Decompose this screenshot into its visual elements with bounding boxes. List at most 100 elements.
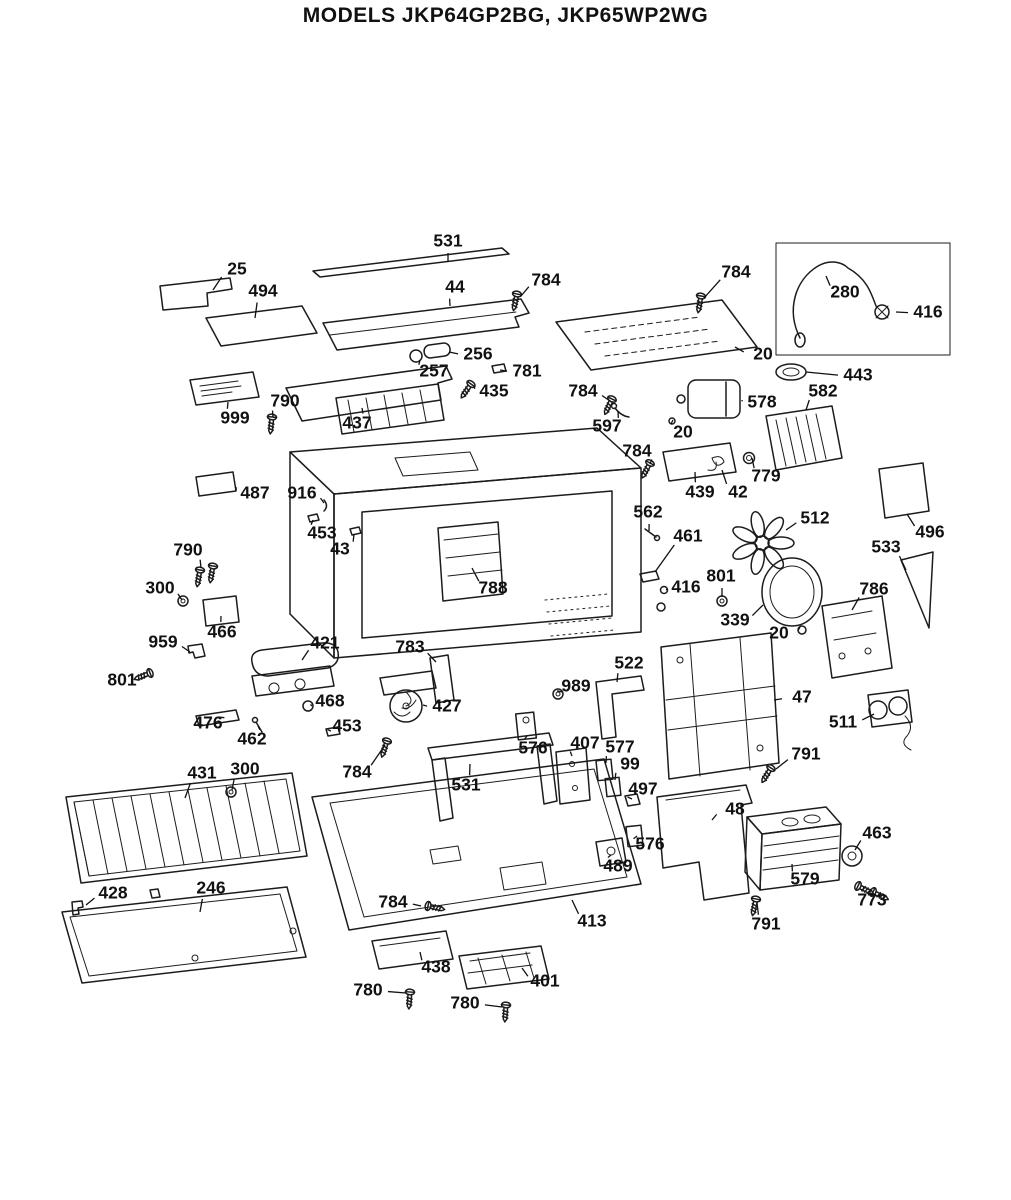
part-label-339: 339	[720, 610, 749, 630]
part-label-582: 582	[808, 381, 837, 401]
part-label-439: 439	[685, 482, 714, 502]
screw-790	[204, 561, 219, 585]
leader-line-784	[649, 459, 653, 465]
part-label-300: 300	[145, 578, 174, 598]
leader-line-468	[310, 703, 313, 707]
leader-line-431	[184, 782, 192, 799]
leader-line-999	[226, 401, 229, 409]
leader-line-435	[473, 385, 476, 390]
leader-line-784	[370, 744, 386, 766]
leader-line-416	[895, 311, 909, 314]
part-280-cable	[792, 261, 877, 339]
disc	[868, 700, 888, 720]
probe-tip	[794, 332, 806, 348]
cutout	[429, 845, 462, 865]
wire	[903, 715, 912, 751]
hole	[864, 647, 872, 655]
part-label-784: 784	[342, 762, 371, 782]
part-label-790: 790	[173, 540, 202, 560]
blade	[750, 548, 766, 576]
leader-line-300	[231, 779, 235, 791]
part-257-socket	[409, 349, 423, 363]
part-989-grommet-inner	[555, 691, 561, 697]
leader-line-461	[654, 544, 675, 573]
motor-body	[389, 689, 423, 723]
leader-line-576	[524, 735, 528, 740]
part-label-916: 916	[287, 483, 316, 503]
leader-line-427	[422, 704, 428, 707]
leader-line-453	[327, 729, 332, 732]
part-label-790: 790	[270, 391, 299, 411]
inset-border	[775, 242, 951, 356]
part-401-plate	[458, 945, 550, 990]
part-989-grommet	[552, 688, 564, 700]
part-468-roller	[302, 700, 314, 712]
part-label-437: 437	[342, 413, 371, 433]
part-label-476: 476	[193, 713, 222, 733]
motor-shaft	[676, 394, 686, 404]
part-label-20: 20	[769, 623, 789, 643]
nub	[289, 927, 297, 935]
part-522-bracket	[595, 675, 645, 740]
leader-line-783	[427, 652, 437, 663]
part-label-44: 44	[445, 277, 465, 297]
hatch	[467, 951, 535, 985]
line-art	[61, 242, 951, 1024]
part-label-407: 407	[570, 733, 599, 753]
blade	[732, 542, 758, 560]
leader-line-496	[906, 513, 916, 527]
part-463-motor	[841, 845, 863, 867]
connector-prongs	[875, 305, 889, 319]
motor-body	[687, 379, 741, 419]
part-label-462: 462	[237, 729, 266, 749]
part-466-bracket	[202, 595, 240, 627]
part-562-stud	[644, 528, 657, 538]
part-label-576: 576	[635, 834, 664, 854]
part-label-781: 781	[512, 361, 541, 381]
part-label-784: 784	[622, 441, 651, 461]
leader-line-43	[352, 533, 355, 542]
outline	[437, 521, 504, 602]
part-487-plate	[195, 471, 237, 497]
part-label-784: 784	[721, 262, 750, 282]
outline	[312, 247, 510, 278]
stud-tip	[653, 534, 661, 542]
crossbars	[665, 685, 778, 731]
part-531-trim-rail	[312, 247, 510, 278]
part-489-bracket	[595, 837, 627, 867]
leader-line-791	[756, 902, 760, 915]
outer	[775, 363, 807, 381]
bracket-hole	[606, 846, 616, 856]
leader-line-20	[670, 419, 674, 425]
part-label-784: 784	[531, 270, 560, 290]
channels	[689, 637, 751, 777]
inner-ring	[769, 565, 815, 619]
leader-line-257	[418, 359, 421, 365]
part-label-48: 48	[725, 799, 745, 819]
leader-line-42	[721, 469, 728, 485]
blade	[763, 546, 785, 570]
leader-line-780	[484, 1004, 503, 1008]
clip	[149, 888, 161, 899]
part-461-spacer	[639, 570, 660, 583]
part-label-428: 428	[98, 883, 127, 903]
leader-line-773	[861, 886, 865, 892]
part-label-791: 791	[791, 744, 820, 764]
inset-cable-box	[775, 242, 951, 356]
outline	[458, 945, 550, 990]
lower-plate	[251, 665, 335, 697]
part-959-clip	[187, 643, 206, 659]
part-label-783: 783	[395, 637, 424, 657]
leader-line-784	[520, 286, 530, 297]
leader-line-786	[851, 597, 860, 611]
outline	[61, 886, 307, 984]
outline	[371, 930, 454, 970]
part-label-47: 47	[792, 687, 811, 707]
part-label-497: 497	[628, 779, 657, 799]
cutout	[499, 861, 547, 891]
part-label-42: 42	[728, 482, 748, 502]
part-533-brace	[900, 551, 934, 629]
outline	[662, 442, 737, 482]
hole	[756, 744, 764, 752]
leader-line-280	[825, 275, 831, 286]
